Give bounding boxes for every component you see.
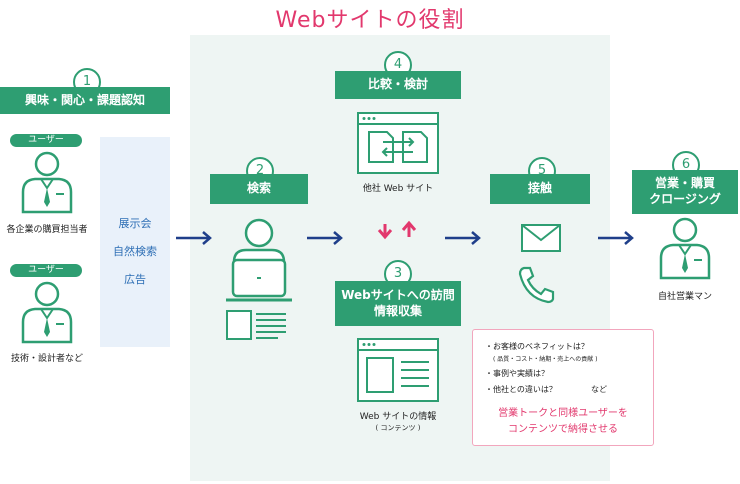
step5-label: 接触 — [490, 174, 590, 204]
step2-label: 検索 — [210, 174, 308, 204]
document-icon — [226, 310, 286, 340]
sales-caption: 自社営業マン — [657, 292, 712, 302]
user-caption: 技術・設計者など — [10, 354, 83, 364]
laptop-icon — [226, 218, 292, 302]
step3-label-line2: 情報収集 — [373, 303, 422, 318]
website-info-sub: ( コンテンツ ) — [375, 424, 421, 432]
step1-label: 興味・関心・課題認知 — [0, 87, 170, 114]
person-icon — [659, 217, 711, 280]
step3-label-line1: Webサイトへの訪問 — [341, 287, 455, 302]
question-difference: ・他社との違いは？ — [485, 385, 557, 394]
competitor-site-caption: 他社 Web サイト — [362, 184, 434, 194]
channel-ads: 広告 — [124, 273, 146, 286]
person-icon — [21, 151, 73, 214]
user-caption: 各企業の購買担当者 — [6, 225, 88, 235]
user-tag: ユーザー — [10, 134, 82, 147]
person-icon — [21, 281, 73, 344]
question-benefit: ・お客様のベネフィットは？ — [485, 342, 589, 351]
compare-window-icon — [357, 112, 439, 174]
highlight-line2: コンテンツで納得させる — [508, 424, 618, 435]
content-questions-box: ・お客様のベネフィットは？ ( 品質・コスト・納期・売上への貢献 ) ・事例や実… — [472, 329, 654, 446]
arrow-right-icon — [598, 231, 634, 245]
up-down-arrows-icon — [377, 220, 417, 240]
page-title: Webサイトの役割 — [275, 8, 465, 33]
question-etc: など — [591, 385, 607, 394]
arrow-right-icon — [307, 231, 343, 245]
channels-panel — [100, 137, 170, 347]
phone-icon — [518, 266, 555, 304]
question-cases: ・事例や実績は？ — [485, 369, 549, 378]
highlight-line1: 営業トークと同様ユーザーを — [498, 408, 628, 419]
step4-label: 比較・検討 — [335, 71, 461, 99]
step6-label-line2: クロージング — [649, 192, 721, 206]
channel-exhibition: 展示会 — [118, 217, 152, 230]
webpage-window-icon — [357, 338, 439, 402]
arrow-right-icon — [176, 231, 212, 245]
step6-label: 営業・購買 クロージング — [632, 170, 738, 214]
arrow-right-icon — [445, 231, 481, 245]
question-benefit-detail: ( 品質・コスト・納期・売上への貢献 ) — [493, 356, 598, 363]
website-info-caption: Web サイトの情報 — [359, 412, 437, 422]
step3-label: Webサイトへの訪問 情報収集 — [335, 281, 461, 326]
channel-organic-search: 自然検索 — [113, 245, 157, 258]
step6-label-line1: 営業・購買 — [654, 176, 715, 191]
envelope-icon — [521, 224, 561, 252]
user-tag: ユーザー — [10, 264, 82, 277]
